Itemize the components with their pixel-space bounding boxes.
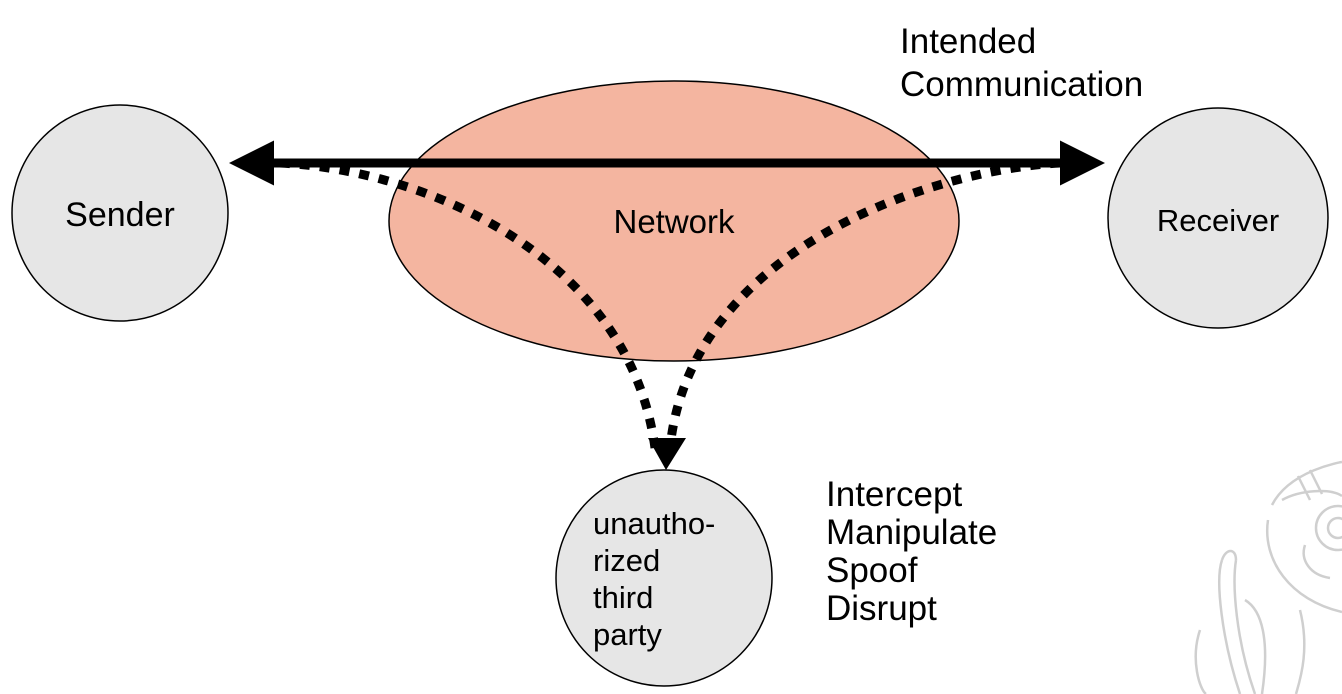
sender-circle xyxy=(11,104,229,322)
intended-communication-line-1: Intended xyxy=(900,22,1037,61)
sender-node: Sender xyxy=(11,104,229,322)
receiver-node: Receiver xyxy=(1107,107,1329,329)
threat-intercept: Intercept xyxy=(826,475,963,514)
network-label: Network xyxy=(613,203,735,240)
third-party-circle xyxy=(555,469,773,687)
third-party-label: unautho- rized third party xyxy=(593,505,715,653)
third-party-line-2: rized xyxy=(593,543,661,578)
mascot-sketch-icon xyxy=(1194,460,1342,694)
third-party-line-1: unautho- xyxy=(593,506,716,541)
third-party-line-4: party xyxy=(593,617,662,652)
threat-manipulate: Manipulate xyxy=(826,513,998,552)
receiver-label: Receiver xyxy=(1157,203,1279,238)
threat-disrupt: Disrupt xyxy=(826,589,937,628)
intercept-path-from-receiver xyxy=(665,158,1061,449)
threat-actions-list: Intercept Manipulate Spoof Disrupt xyxy=(826,476,997,628)
network-node: Network xyxy=(388,80,960,362)
intercept-path-from-sender xyxy=(279,158,660,449)
threat-spoof: Spoof xyxy=(826,551,918,590)
intended-communication-line-2: Communication xyxy=(900,65,1144,104)
receiver-circle xyxy=(1107,107,1329,329)
intended-communication-label: Intended Communication xyxy=(900,20,1143,106)
intercept-arrowhead xyxy=(648,438,686,470)
third-party-line-3: third xyxy=(593,580,654,615)
sender-label: Sender xyxy=(65,196,175,234)
